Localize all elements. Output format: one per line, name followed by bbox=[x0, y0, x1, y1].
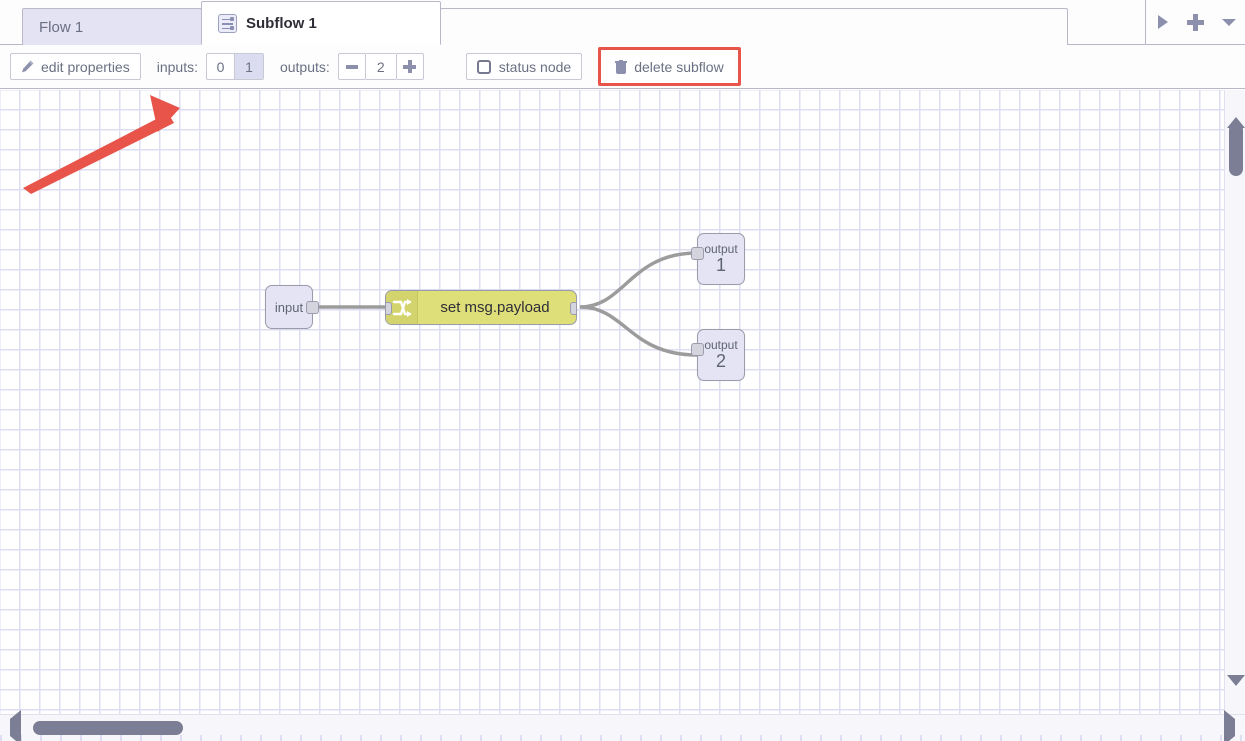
inputs-option-1[interactable]: 1 bbox=[234, 54, 263, 79]
wire-change-to-output-1 bbox=[579, 251, 698, 309]
node-subflow-output-2[interactable]: output 2 bbox=[691, 329, 745, 381]
status-node-label: status node bbox=[498, 58, 572, 75]
node-output-2-number: 2 bbox=[715, 351, 726, 371]
node-output-2-label: output bbox=[704, 338, 738, 352]
port-output-1-in[interactable] bbox=[691, 247, 704, 260]
inputs-option-0[interactable]: 0 bbox=[207, 54, 235, 79]
add-flow-button[interactable] bbox=[1184, 10, 1208, 34]
subflow-icon bbox=[218, 13, 237, 33]
wire-change-to-output-2 bbox=[579, 305, 698, 357]
tab-subflow-1[interactable]: Subflow 1 bbox=[201, 1, 441, 45]
edit-properties-button[interactable]: edit properties bbox=[10, 53, 141, 80]
delete-subflow-button[interactable]: delete subflow bbox=[604, 53, 735, 80]
triangle-down-icon bbox=[1227, 675, 1245, 703]
play-right-icon bbox=[1157, 15, 1168, 29]
delete-subflow-label: delete subflow bbox=[634, 58, 724, 75]
flow-menu-button[interactable] bbox=[1217, 10, 1241, 34]
tab-list: Flow 1 Subflow 1 bbox=[0, 0, 1068, 45]
outputs-decrement-button[interactable] bbox=[337, 53, 366, 80]
node-subflow-input-label: input bbox=[274, 299, 304, 315]
delete-subflow-highlight: delete subflow bbox=[598, 47, 741, 86]
subflow-toolbar: edit properties inputs: 0 1 outputs: 2 s… bbox=[0, 45, 1245, 89]
tab-subflow-1-label: Subflow 1 bbox=[246, 14, 317, 32]
triangle-left-icon bbox=[10, 710, 21, 741]
minus-icon bbox=[345, 64, 358, 69]
outputs-stepper: 2 bbox=[337, 53, 424, 80]
node-layer: input set msg.payload bbox=[0, 90, 1224, 714]
flow-canvas[interactable]: input set msg.payload bbox=[0, 90, 1224, 714]
vertical-scrollbar-thumb[interactable] bbox=[1229, 123, 1243, 176]
scroll-up-button[interactable] bbox=[1227, 100, 1245, 128]
scroll-left-button[interactable] bbox=[10, 710, 21, 741]
tab-flow-1[interactable]: Flow 1 bbox=[22, 8, 202, 45]
inputs-selector[interactable]: 0 1 bbox=[205, 53, 264, 80]
checkbox-icon bbox=[476, 59, 491, 74]
outputs-label: outputs: bbox=[279, 58, 330, 75]
status-node-checkbox[interactable]: status node bbox=[465, 53, 583, 80]
tab-bar-empty-space bbox=[440, 8, 1068, 45]
tab-bar: Flow 1 Subflow 1 bbox=[0, 0, 1245, 45]
node-change-label: set msg.payload bbox=[440, 299, 550, 316]
port-change-in[interactable] bbox=[386, 302, 392, 315]
tab-flow-1-label: Flow 1 bbox=[39, 18, 84, 36]
port-output-2-in[interactable] bbox=[691, 343, 704, 356]
pencil-icon bbox=[21, 60, 34, 73]
chevron-down-icon bbox=[1221, 18, 1236, 26]
canvas-grid bbox=[0, 90, 1224, 714]
horizontal-scrollbar[interactable] bbox=[0, 710, 1245, 741]
scroll-right-button[interactable] bbox=[1224, 710, 1235, 741]
outputs-value: 2 bbox=[365, 53, 396, 80]
scrollbar-ticks bbox=[0, 735, 1245, 741]
node-output-1-number: 1 bbox=[715, 255, 726, 275]
trash-icon bbox=[615, 59, 628, 74]
node-subflow-output-1[interactable]: output 1 bbox=[691, 233, 745, 285]
plus-icon bbox=[403, 60, 417, 73]
scroll-tabs-right-button[interactable] bbox=[1151, 10, 1175, 34]
edit-properties-label: edit properties bbox=[41, 58, 130, 75]
scroll-down-button[interactable] bbox=[1227, 675, 1245, 704]
port-change-out[interactable] bbox=[570, 302, 576, 315]
wire-layer bbox=[318, 251, 698, 357]
triangle-right-icon bbox=[1224, 710, 1235, 741]
vertical-scrollbar[interactable] bbox=[1224, 90, 1245, 714]
tab-controls bbox=[1145, 0, 1245, 44]
inputs-label: inputs: bbox=[156, 58, 198, 75]
node-change[interactable]: set msg.payload bbox=[385, 290, 577, 325]
horizontal-scrollbar-thumb[interactable] bbox=[33, 721, 183, 735]
outputs-increment-button[interactable] bbox=[395, 53, 424, 80]
plus-icon bbox=[1187, 13, 1204, 31]
node-subflow-input[interactable]: input bbox=[265, 285, 319, 329]
node-output-1-label: output bbox=[704, 242, 738, 256]
port-input-out[interactable] bbox=[306, 301, 319, 314]
